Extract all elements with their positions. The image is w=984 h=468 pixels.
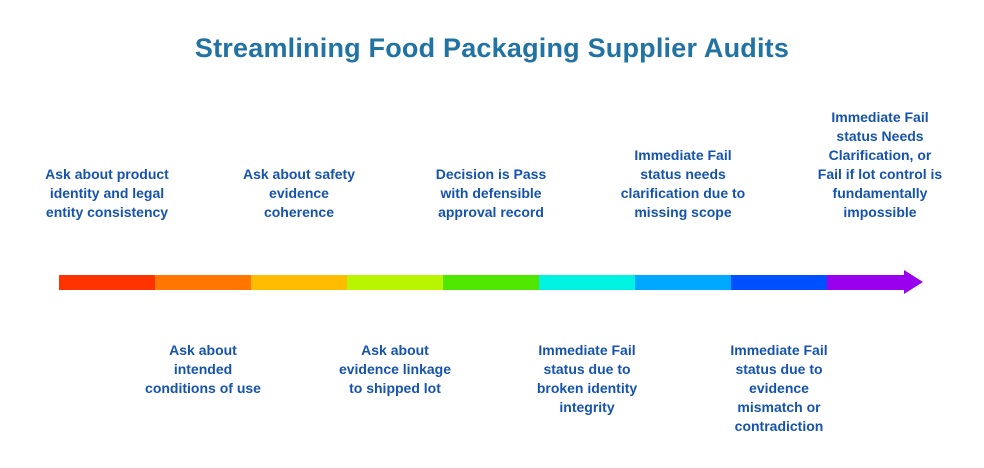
arrow-segment [635,274,731,290]
step-label-3: Ask about safety evidence coherence [242,166,356,220]
arrow-segment [443,274,539,290]
arrow-segment [731,274,827,290]
page-title: Streamlining Food Packaging Supplier Aud… [194,33,790,63]
step-label-1: Ask about product identity and legal ent… [45,166,169,220]
step-label-2: Ask about intended conditions of use [145,342,261,396]
step-label-7: Immediate Fail status needs clarificatio… [620,147,746,220]
step-label-4: Ask about evidence linkage to shipped lo… [338,342,452,396]
step-label-5: Decision is Pass with defensible approva… [435,166,547,220]
arrow-segment [827,274,904,290]
timeline-arrow [59,270,923,294]
arrow-segment [59,274,155,290]
step-label-9: Immediate Fail status Needs Clarificatio… [817,109,943,220]
step-label-8: Immediate Fail status due to evidence mi… [730,342,828,434]
arrow-segment [347,274,443,290]
arrow-segment [155,274,251,290]
arrow-head-icon [904,270,923,294]
arrow-segment [539,274,635,290]
arrow-segment [251,274,347,290]
step-label-6: Immediate Fail status due to broken iden… [536,342,638,415]
